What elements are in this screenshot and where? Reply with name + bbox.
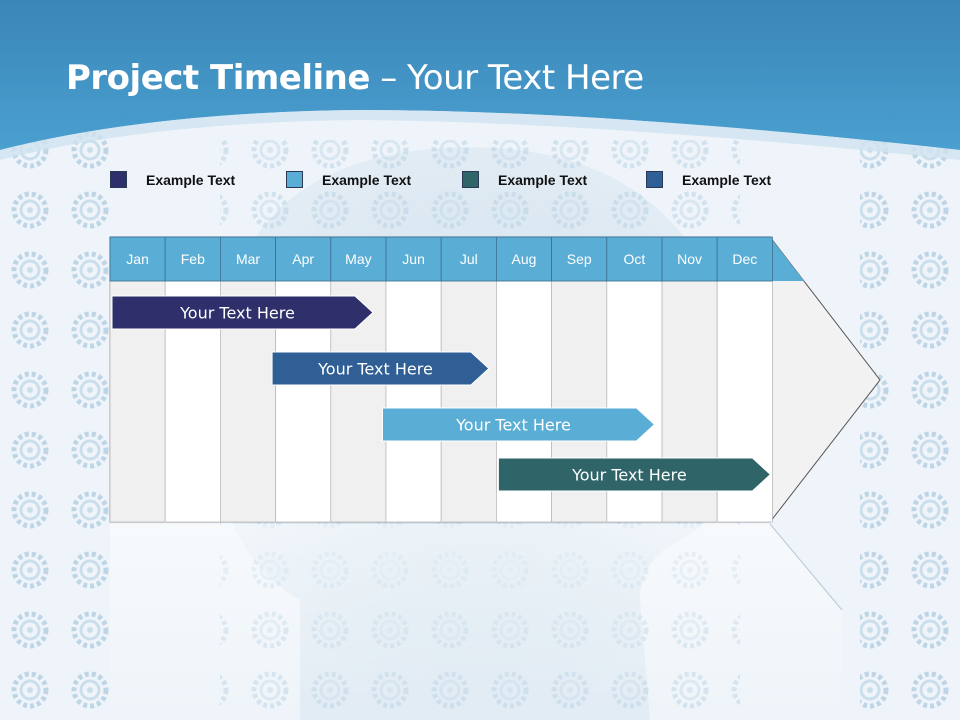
- month-header-cell: [330, 236, 387, 282]
- month-header-cells: [109, 236, 773, 282]
- task-bar-label: Your Text Here: [571, 466, 687, 485]
- task-bar: [497, 457, 772, 492]
- page-title: Project Timeline – Your Text Here: [66, 58, 644, 98]
- month-header-cell: [164, 236, 221, 282]
- timeline-reflection: [110, 524, 842, 720]
- task-bar-label: Your Text Here: [179, 304, 295, 323]
- month-header-cell: [551, 236, 608, 282]
- legend-label: Example Text: [322, 172, 412, 188]
- month-header-cell: [440, 236, 497, 282]
- task-bar: [381, 407, 656, 442]
- month-header-cell: [275, 236, 332, 282]
- month-label: Nov: [677, 251, 702, 267]
- month-label: Jan: [126, 251, 149, 267]
- legend-swatch: [462, 171, 479, 188]
- task-bar-label: Your Text Here: [455, 416, 571, 435]
- month-header-cell: [109, 236, 166, 282]
- month-label: Apr: [292, 251, 314, 267]
- month-header-cell: [219, 236, 276, 282]
- task-bar: [111, 295, 374, 330]
- month-label: Oct: [624, 251, 646, 267]
- month-label: Feb: [181, 251, 205, 267]
- legend-label: Example Text: [146, 172, 236, 188]
- month-label: Mar: [236, 251, 260, 267]
- legend-swatch: [286, 171, 303, 188]
- month-label: May: [345, 251, 371, 267]
- legend-label: Example Text: [498, 172, 588, 188]
- page-title-subtitle: – Your Text Here: [369, 58, 644, 98]
- month-labels: Jan Feb Mar Apr May Jun Jul Aug Sep Oct Nov Dec: [126, 251, 757, 267]
- legend-label: Example Text: [682, 172, 772, 188]
- month-header-cell: [661, 236, 718, 282]
- header-band: [0, 0, 960, 150]
- task-bar-label: Your Text Here: [317, 360, 433, 379]
- month-label: Dec: [732, 251, 757, 267]
- legend-swatch: [646, 171, 663, 188]
- month-column: [440, 280, 497, 523]
- month-label: Aug: [512, 251, 537, 267]
- month-header-cell: [385, 236, 442, 282]
- page-title-bold: Project Timeline: [66, 58, 370, 98]
- month-column: [385, 280, 442, 523]
- month-header-cell: [606, 236, 663, 282]
- month-label: Jul: [460, 251, 478, 267]
- month-label: Jun: [402, 251, 425, 267]
- month-label: Sep: [567, 251, 592, 267]
- task-bar: [271, 351, 490, 386]
- legend-swatch: [110, 171, 127, 188]
- month-header-cell: [716, 236, 773, 282]
